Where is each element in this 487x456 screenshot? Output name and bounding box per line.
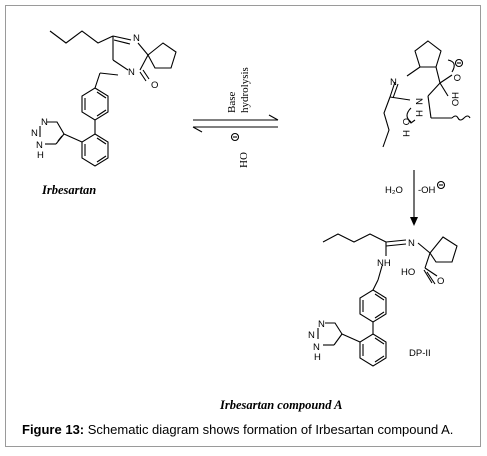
atom-HO: HO xyxy=(401,267,415,278)
atom-O: O xyxy=(400,118,411,125)
condition-minus-hydroxide: -OH xyxy=(418,185,436,196)
atom-N: N xyxy=(36,140,43,151)
label-dp-ii: DP-II xyxy=(409,348,431,359)
minus-charge-icon xyxy=(230,132,240,142)
atom-N: N xyxy=(390,77,397,88)
atom-N: N xyxy=(41,117,48,128)
atom-O: O xyxy=(151,80,158,91)
minus-charge-icon xyxy=(454,58,464,68)
condition-hydroxide: OH xyxy=(237,152,249,168)
atom-H: H xyxy=(37,150,44,161)
compound-a-structure xyxy=(317,233,458,367)
intermediate-structure xyxy=(382,40,471,148)
label-compound-a: Irbesartan compound A xyxy=(219,398,342,412)
atom-N: N xyxy=(308,330,315,341)
atom-H: H xyxy=(413,110,424,117)
condition-water: H₂O xyxy=(385,185,403,196)
label-irbesartan: Irbesartan xyxy=(41,183,96,197)
atom-N: N xyxy=(313,342,320,353)
atom-OH: HO xyxy=(449,92,460,106)
atom-N: N xyxy=(408,238,415,249)
atom-H: H xyxy=(314,352,321,363)
atom-O: O xyxy=(451,74,462,81)
minus-charge-icon xyxy=(436,180,446,190)
condition-hydrolysis: hydrolysis xyxy=(239,67,251,113)
atom-N: N xyxy=(413,98,424,105)
atom-N: N xyxy=(133,33,140,44)
atom-N: N xyxy=(318,319,325,330)
caption-label: Figure 13: xyxy=(22,422,85,437)
figure-caption: Figure 13: Schematic diagram shows forma… xyxy=(22,422,453,437)
reaction-arrow-down xyxy=(410,170,418,226)
figure-frame xyxy=(5,5,481,447)
irbesartan-structure xyxy=(39,30,177,167)
caption-text: Schematic diagram shows formation of Irb… xyxy=(87,422,454,437)
condition-base: Base xyxy=(226,92,238,114)
atom-N: N xyxy=(31,128,38,139)
equilibrium-arrows xyxy=(192,114,279,133)
atom-N: N xyxy=(128,67,135,78)
atom-H: H xyxy=(400,130,411,137)
atom-NH: NH xyxy=(377,258,391,269)
atom-O: O xyxy=(437,276,444,287)
